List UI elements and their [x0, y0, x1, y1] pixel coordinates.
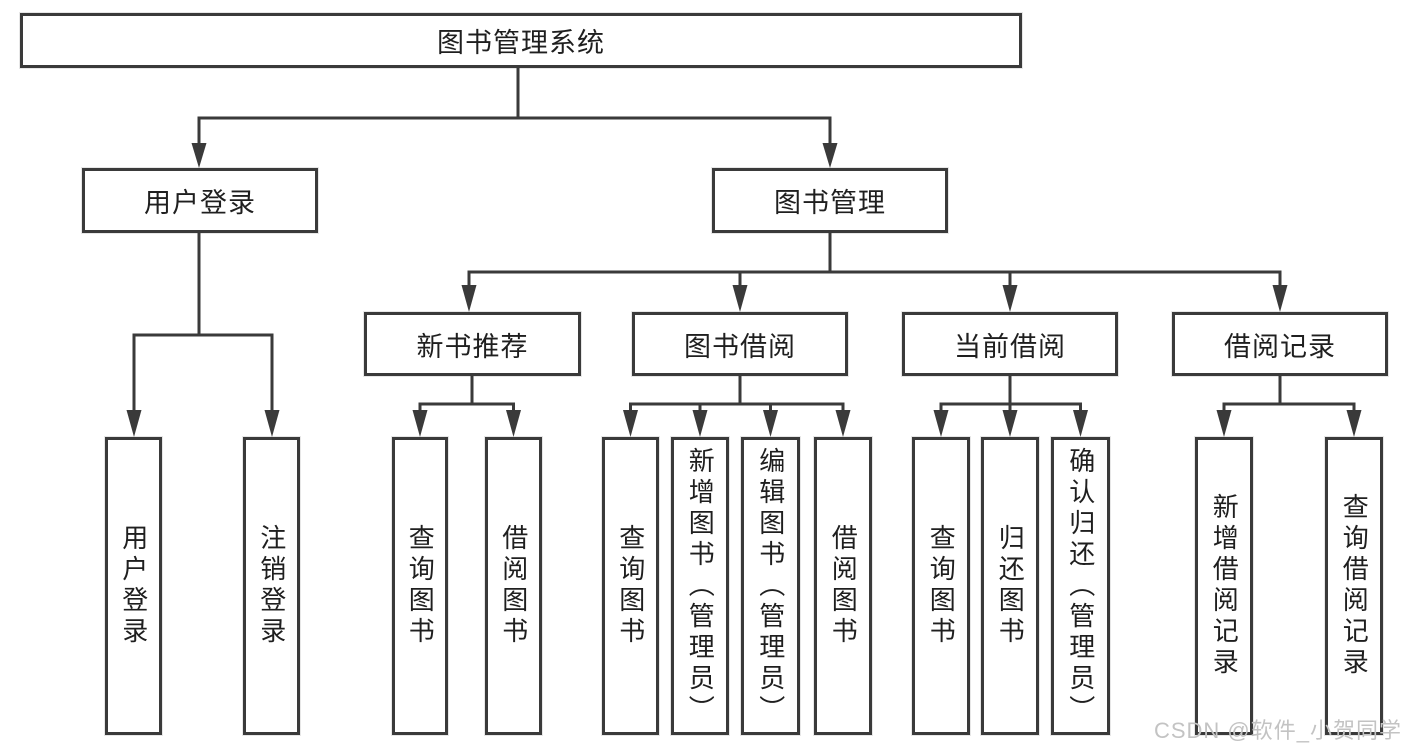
leaf-borrow-books-recommend: 借阅图书	[485, 437, 542, 735]
node-new-book-recommend: 新书推荐	[364, 312, 581, 376]
csdn-watermark: CSDN @软件_小贺同学	[1153, 718, 1402, 743]
leaf-query-borrow-record: 查询借阅记录	[1325, 437, 1383, 735]
leaf-query-books-current: 查询图书	[912, 437, 970, 735]
leaf-user-login: 用户登录	[105, 437, 162, 735]
leaf-query-books-recommend: 查询图书	[392, 437, 448, 735]
node-borrowing-records: 借阅记录	[1172, 312, 1388, 376]
leaf-add-borrow-record: 新增借阅记录	[1195, 437, 1253, 735]
leaf-edit-book-admin: 编辑图书（管理员）	[741, 437, 800, 735]
node-library-management-system: 图书管理系统	[20, 13, 1022, 68]
leaf-query-books-borrowing: 查询图书	[602, 437, 659, 735]
leaf-logout: 注销登录	[243, 437, 300, 735]
leaf-borrow-books: 借阅图书	[814, 437, 872, 735]
node-book-management-branch: 图书管理	[712, 168, 948, 233]
node-user-login-branch: 用户登录	[82, 168, 318, 233]
leaf-add-book-admin: 新增图书（管理员）	[671, 437, 729, 735]
node-book-borrowing: 图书借阅	[632, 312, 848, 376]
leaf-return-book: 归还图书	[981, 437, 1039, 735]
leaf-confirm-return-admin: 确认归还（管理员）	[1051, 437, 1110, 735]
node-current-borrowing: 当前借阅	[902, 312, 1118, 376]
